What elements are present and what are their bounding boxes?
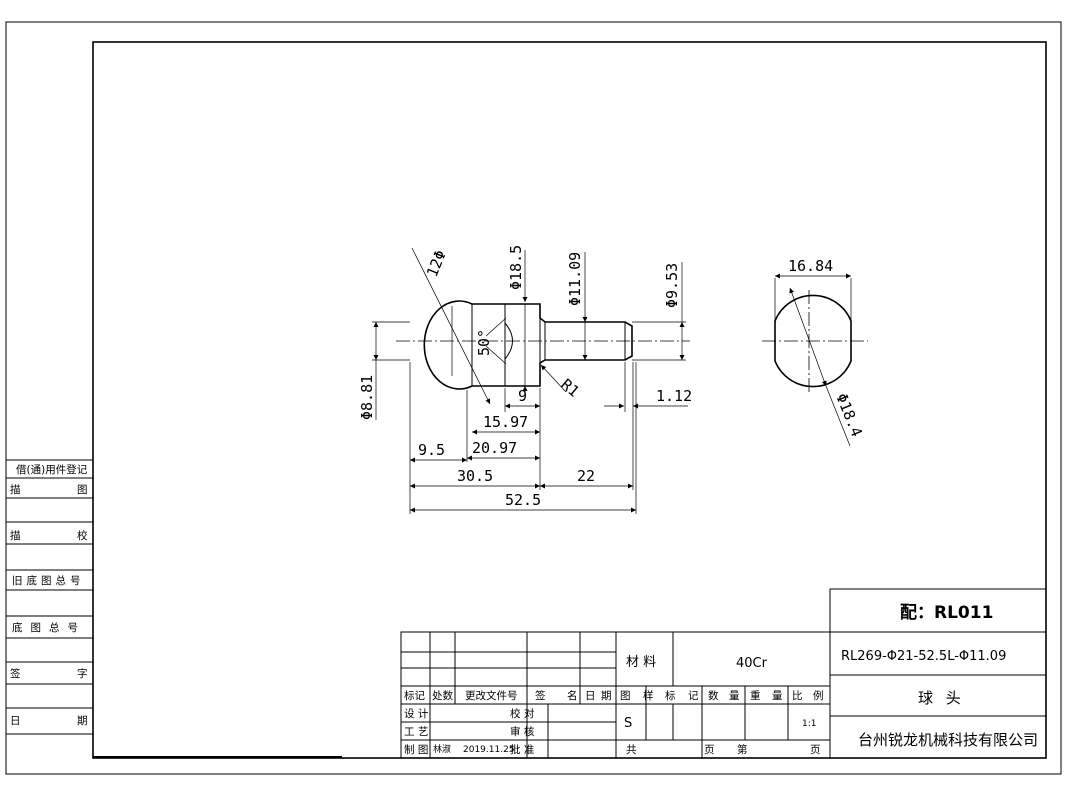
tb-date-qi: 期 — [601, 690, 612, 702]
tb-page1: 页 — [704, 744, 715, 756]
sp-date-left: 日 — [10, 715, 21, 727]
tb-h-tu: 图 — [620, 690, 631, 702]
dimension-lines — [372, 247, 688, 514]
dim-9-5: 9.5 — [418, 441, 445, 459]
tb-stage-mark: S — [624, 716, 632, 731]
sp-sign-right: 字 — [77, 667, 88, 680]
tb-h-liang: 量 — [729, 690, 740, 702]
tb-nth: 第 — [737, 743, 748, 756]
tb-h-shu: 数 — [708, 689, 719, 702]
dim-22: 22 — [577, 467, 595, 485]
sp-sign-left: 签 — [10, 667, 21, 680]
tb-outer — [400, 631, 1047, 759]
sp-check-right: 校 — [77, 529, 88, 542]
dim-angle: 50° — [475, 329, 493, 356]
tb-count: 处数 — [432, 689, 453, 702]
tb-sign: 签 — [535, 689, 546, 702]
tb-change-doc: 更改文件号 — [465, 689, 518, 702]
tb-name: 名 — [567, 689, 578, 702]
side-panel — [6, 459, 93, 735]
angle-line-top — [485, 317, 507, 337]
tb-draw: 制 图 — [404, 743, 428, 756]
tb-h-zhong: 重 — [750, 689, 761, 702]
tb-part-name: 球 头 — [918, 689, 965, 707]
dim-15-97: 15.97 — [483, 413, 528, 431]
tb-design: 设 计 — [404, 707, 429, 720]
dim-9: 9 — [518, 387, 527, 405]
tb-company: 台州锐龙机械科技有限公司 — [858, 731, 1038, 749]
tb-proofread: 校 对 — [510, 707, 535, 720]
sphere-leader — [411, 247, 491, 405]
ball-outline — [423, 300, 473, 390]
tb-material-value: 40Cr — [736, 656, 768, 671]
part-end-view — [762, 273, 868, 447]
end-dia-leader — [825, 385, 851, 447]
tb-h-yang: 样 — [643, 689, 654, 702]
tb-mark: 标记 — [404, 690, 425, 702]
dim-groove: 1.12 — [656, 387, 692, 405]
tb-total: 共 — [626, 744, 637, 756]
sp-borrow-register: 借(通)用件登记 — [16, 463, 88, 476]
dim-30-5: 30.5 — [457, 467, 493, 485]
tb-h-li: 例 — [813, 689, 824, 702]
tb-approve: 批 准 — [510, 743, 534, 756]
tb-h-biao: 标 — [665, 690, 676, 702]
tb-drafter: 林淑 — [433, 743, 451, 755]
sp-date-right: 期 — [77, 715, 88, 727]
sp-trace-left: 描 — [10, 483, 21, 496]
dim-thread-dia: Φ9.53 — [663, 263, 681, 308]
tb-date-ri: 日 — [585, 690, 596, 702]
sp-trace-right: 图 — [77, 484, 88, 496]
tb-h-bi: 比 — [792, 689, 803, 702]
dim-sphere: 12Φ — [423, 248, 450, 280]
angle-line-bottom — [485, 345, 507, 365]
fillet-leader — [540, 364, 567, 393]
sp-old-base-no: 旧底图总号 — [12, 574, 85, 587]
sp-check-left: 描 — [10, 529, 21, 542]
part-side-view — [396, 300, 690, 390]
sp-base-no: 底图总号 — [12, 621, 86, 634]
tb-process: 工 艺 — [404, 726, 428, 738]
tb-scale: 1:1 — [802, 719, 816, 729]
tb-part-header-box — [829, 588, 1047, 633]
dim-fillet: R1 — [557, 375, 582, 400]
tb-page2: 页 — [810, 744, 821, 756]
dim-shaft-dia: Φ11.09 — [566, 252, 584, 306]
dim-neck-dia: Φ18.5 — [507, 245, 525, 290]
tb-part-code: RL269-Φ21-52.5L-Φ11.09 — [841, 649, 1006, 664]
tb-draw-date: 2019.11.25 — [463, 745, 515, 755]
title-block-grid — [400, 588, 1047, 759]
tb-part-header: 配：RL011 — [900, 603, 993, 623]
dim-52-5: 52.5 — [505, 491, 541, 509]
dim-20-97: 20.97 — [472, 439, 517, 457]
shaft-outline — [472, 303, 633, 387]
tb-review: 审 核 — [510, 725, 535, 738]
tb-h-ji: 记 — [688, 690, 699, 702]
tb-h-liang2: 量 — [772, 690, 783, 702]
tb-material-label: 材 料 — [626, 655, 656, 670]
end-dia-line — [789, 287, 827, 387]
dim-head-dia: Φ8.81 — [358, 375, 376, 420]
neck-arc — [504, 322, 513, 360]
outer-border — [5, 21, 1062, 775]
dim-flat-width: 16.84 — [788, 257, 833, 275]
